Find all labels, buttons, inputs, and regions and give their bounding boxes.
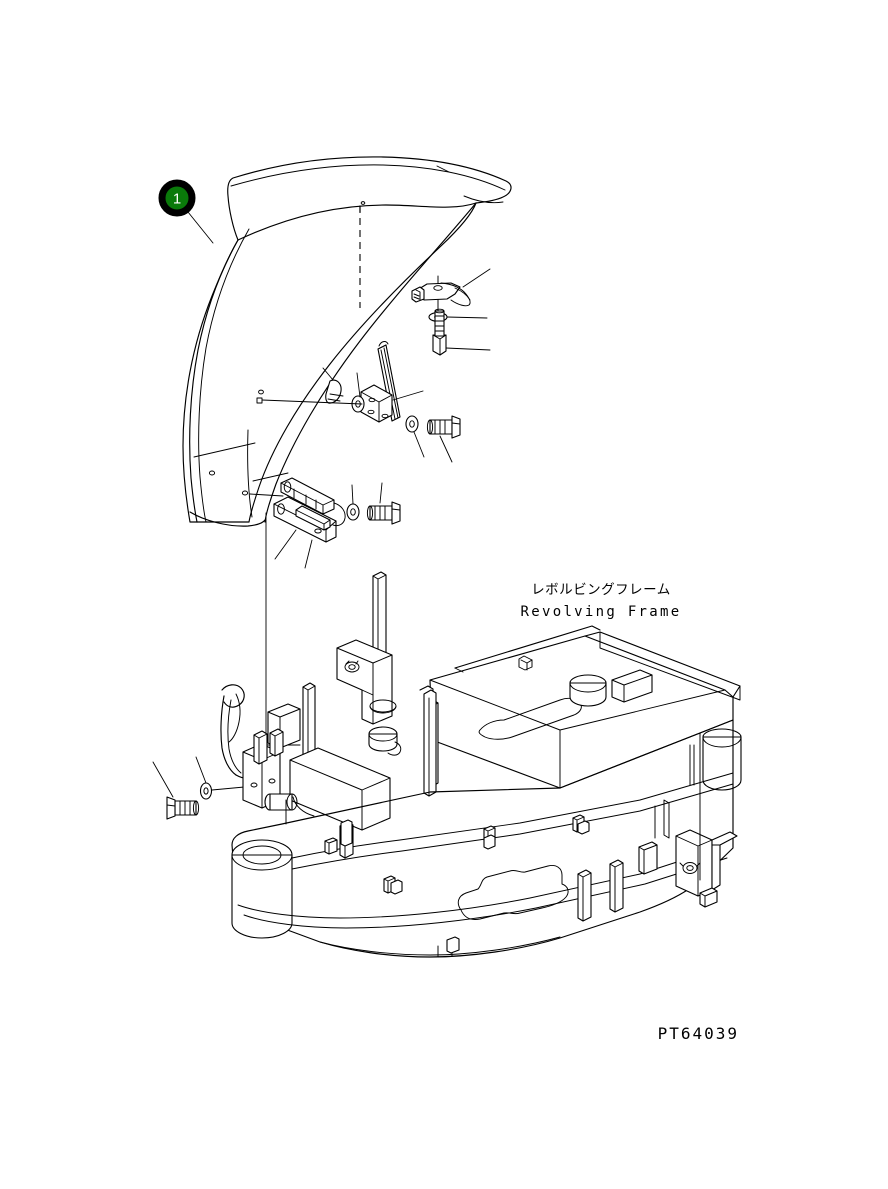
mounting-bracket[interactable] bbox=[411, 282, 471, 307]
frame-tab-b bbox=[269, 728, 284, 757]
hood-hole-lower bbox=[241, 490, 249, 496]
assembly-center-line bbox=[359, 201, 366, 308]
callout-1[interactable]: 1 bbox=[158, 179, 214, 244]
upper-mount-group[interactable] bbox=[411, 268, 491, 356]
bolt-lower[interactable] bbox=[166, 796, 200, 820]
bolt-hinge[interactable] bbox=[366, 501, 401, 525]
hood-hole-mid bbox=[258, 389, 264, 395]
frame-boss-center bbox=[569, 674, 607, 707]
revolving-frame[interactable] bbox=[220, 571, 742, 958]
washer-lower[interactable] bbox=[199, 782, 213, 800]
hood-hinge-assembly[interactable] bbox=[273, 477, 346, 543]
washer-hinge[interactable] bbox=[346, 503, 360, 521]
revolving-frame-label-en: Revolving Frame bbox=[521, 604, 682, 620]
frame-fin-lower-d bbox=[638, 841, 658, 875]
frame-boss-left bbox=[368, 726, 402, 756]
callout-1-ring bbox=[158, 179, 196, 217]
bolt-mid[interactable] bbox=[426, 415, 461, 439]
frame-left-bracket bbox=[336, 639, 393, 725]
revolving-frame-label: レボルビングフレーム Revolving Frame bbox=[521, 582, 682, 620]
frame-fin-lower-b bbox=[577, 869, 592, 922]
callout-1-leader bbox=[187, 211, 214, 244]
frame-post-right bbox=[702, 728, 742, 791]
callout-1-fill bbox=[162, 183, 192, 213]
frame-right-bracket bbox=[675, 829, 738, 908]
gas-spring-damper[interactable] bbox=[377, 341, 401, 422]
frame-pegs bbox=[324, 814, 590, 895]
frame-fin-lower-c bbox=[609, 859, 624, 913]
gas-spring-damper-group[interactable] bbox=[261, 341, 461, 463]
callout-1-number: 1 bbox=[173, 191, 181, 208]
frame-hub-left bbox=[231, 839, 293, 939]
revolving-frame-label-jp: レボルビングフレーム bbox=[531, 582, 671, 598]
sheet-code: PT64039 bbox=[658, 1024, 739, 1043]
hood-bracket-tab bbox=[256, 397, 263, 404]
hood-hole-left bbox=[208, 470, 216, 476]
frame-left-handle bbox=[220, 684, 260, 780]
frame-tab-a bbox=[253, 730, 268, 765]
lower-mount-group[interactable] bbox=[152, 756, 256, 820]
bolt-upper[interactable] bbox=[432, 308, 447, 356]
damper-bracket[interactable] bbox=[360, 384, 393, 423]
ball-stud[interactable] bbox=[325, 379, 344, 404]
hood-hinge-group[interactable] bbox=[249, 477, 401, 746]
frame-fins bbox=[302, 571, 439, 797]
washer-mid-right[interactable] bbox=[405, 415, 419, 433]
